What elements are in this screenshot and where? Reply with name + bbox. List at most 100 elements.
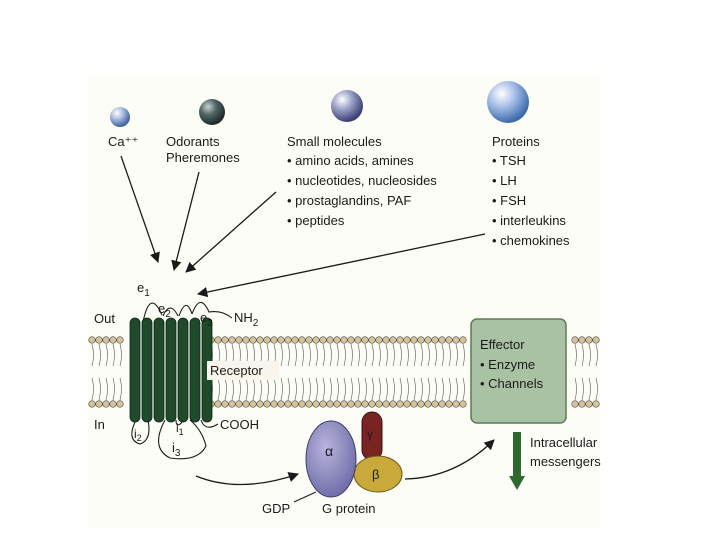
lipid-tail [119,343,122,367]
intracellular-line: Intracellular [530,435,598,450]
receptor-label-backdrop [207,361,279,380]
intracellular-loop-i2 [131,419,150,445]
calcium-arrow [120,155,160,263]
effector-box [470,318,567,424]
lipid-tail [462,377,465,401]
lipid-head [284,400,292,408]
lipid-head [235,400,243,408]
lipid-head [368,336,376,344]
lipid-tail [98,343,101,367]
lipid-head [256,400,264,408]
lipid-tail [301,377,304,401]
lipid-head [375,400,383,408]
lipid-head [396,336,404,344]
lipid-head [116,336,124,344]
lipid-head [431,400,439,408]
lipid-head [312,336,320,344]
lipid-tail [357,343,360,367]
alpha-label: α [325,443,333,459]
intracellular-loop-i3 [158,419,207,460]
messenger-arrow-head [509,476,525,490]
intracellular-label: Intracellular messengers [530,435,601,469]
lipid-tail [434,343,437,367]
lipid-head [270,400,278,408]
small-molecule-sphere [331,90,363,122]
loop-e1-label: e1 [137,280,150,299]
ligand-arrows [120,155,486,298]
lipid-tail [588,343,591,367]
lipid-tail [294,343,297,367]
lipid-head [319,336,327,344]
lipid-tail [420,377,423,401]
lipid-head [571,336,579,344]
lipid-tail [364,343,367,367]
lipid-head [445,336,453,344]
lipid-tail [406,343,409,367]
lipid-head [221,336,229,344]
lipid-tail [322,377,325,401]
lipid-tail [581,343,584,367]
lipid-head [438,400,446,408]
lipid-tail [315,377,318,401]
lipid-head [263,336,271,344]
loop-i1-label: i1 [176,421,184,437]
gamma-label: γ [367,427,373,441]
lipid-head [242,336,250,344]
lipid-head [389,336,397,344]
lipid-tail [119,377,122,401]
lipid-tail [595,343,598,367]
lipid-head [116,400,124,408]
small-molecule-arrow [185,191,277,273]
lipid-head [95,400,103,408]
receptor-to-gprotein-arrow [195,472,299,486]
lipid-head [389,400,397,408]
lipid-head [340,400,348,408]
lipid-head [277,336,285,344]
lipid-tail [441,377,444,401]
lipid-head [452,400,460,408]
ligand-line: Ca⁺⁺ [108,134,138,149]
lipid-tail [287,377,290,401]
lipid-tail [112,377,115,401]
effector-line: Effector [480,337,525,352]
lipid-head [228,336,236,344]
lipid-bilayer [88,336,600,408]
lipid-tail [287,343,290,367]
cooh-label: COOH [220,417,259,432]
lipid-tail [371,377,374,401]
lipid-tail [399,377,402,401]
lipid-head [109,400,117,408]
lipid-head [333,400,341,408]
odorant-sphere [199,99,225,125]
lipid-head [249,400,257,408]
ligand-small-molecules-label: Small molecules • amino acids, amines • … [287,134,440,228]
lipid-tail [378,343,381,367]
lipid-tail [434,377,437,401]
lipid-tail [112,343,115,367]
lipid-head [382,400,390,408]
lipid-tail [343,377,346,401]
lipid-tail [385,343,388,367]
effector-label: Effector • Enzyme • Channels [480,337,544,391]
gprotein-to-effector-arrow [404,439,495,480]
ligand-line: Pheremones [166,150,240,165]
lipid-head [578,400,586,408]
lipid-tail [280,377,283,401]
lipid-tail [364,377,367,401]
ligand-line: Proteins [492,134,540,149]
lipid-head [263,400,271,408]
lipid-head [95,336,103,344]
lipid-head [333,336,341,344]
lipid-head [459,400,467,408]
lipid-head [305,400,313,408]
lipid-head [88,400,96,408]
lipid-tail [105,343,108,367]
lipid-tail [308,343,311,367]
lipid-head [291,400,299,408]
ligand-line: • nucleotides, nucleosides [287,173,437,188]
cooh-tail [200,419,219,428]
lipid-head [326,400,334,408]
lipid-head [368,400,376,408]
lipid-head [431,336,439,344]
